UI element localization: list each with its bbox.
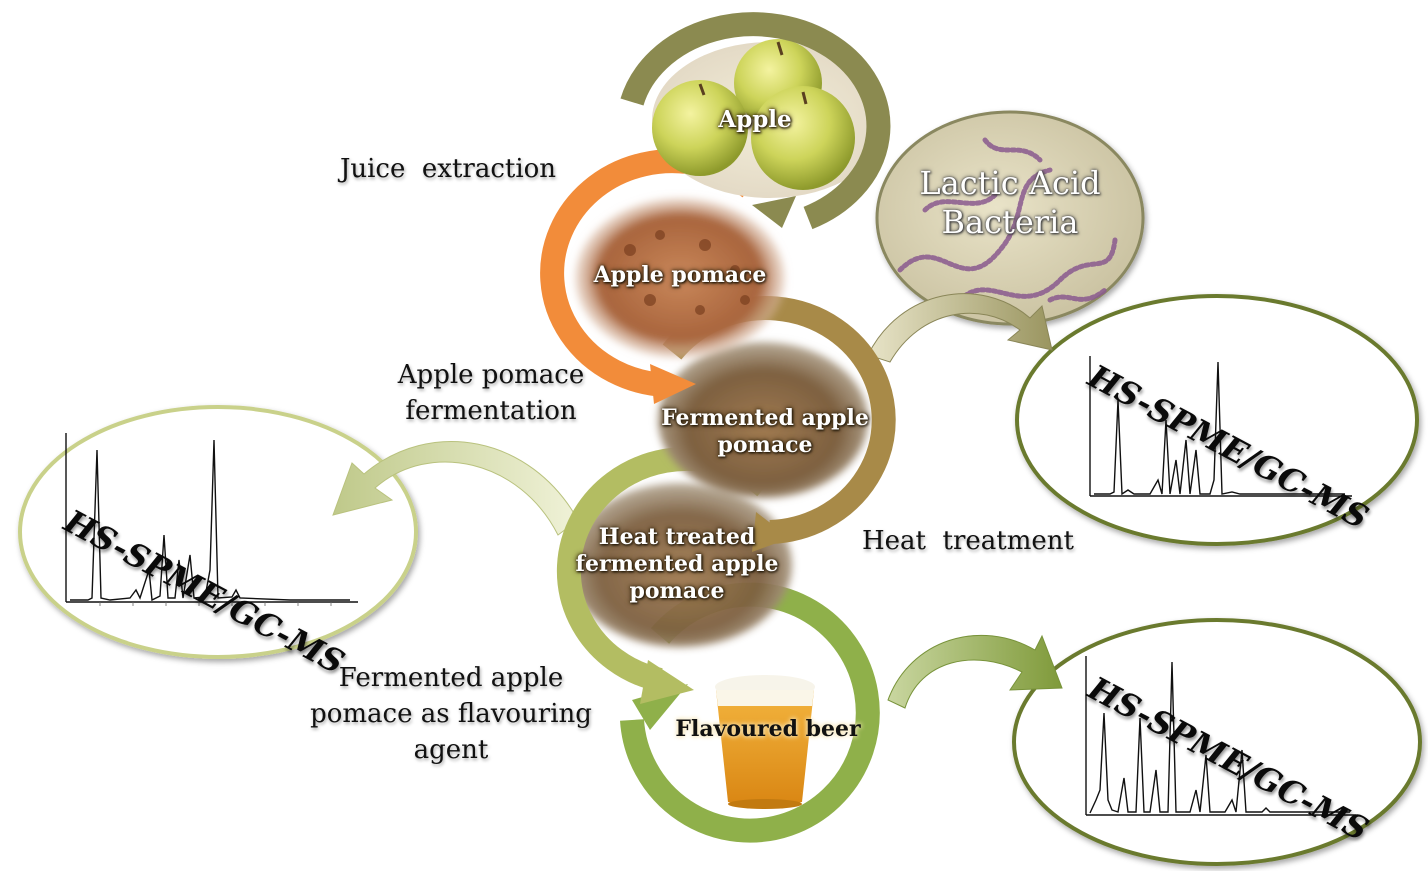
chromatogram-oval-right-top <box>1015 294 1419 546</box>
heat-treatment-step: Heat treatment <box>862 526 1074 556</box>
chromatogram-icon <box>65 433 358 603</box>
bacteria-icon <box>897 137 1118 303</box>
arrow-icon <box>887 634 1063 709</box>
heat-treated-label: Heat treated fermented apple pomace <box>575 524 779 604</box>
chromatogram-icon <box>1085 656 1356 816</box>
flavouring-agent-step: Fermented apple pomace as flavouring age… <box>310 663 592 765</box>
juice-extraction-step: Juice extraction <box>339 154 557 184</box>
apple-node <box>620 12 891 230</box>
beer-glass-icon <box>715 675 815 809</box>
pomace-fermentation-step: Apple pomace fermentation <box>397 360 585 426</box>
flavoured-beer-label: Flavoured beer <box>675 716 861 742</box>
lactic-acid-bacteria-label: Lactic Acid Bacteria <box>919 164 1101 242</box>
chromatogram-ticks-left <box>99 602 332 606</box>
arrow-icon <box>332 441 579 536</box>
chromatogram-oval-right-bottom <box>1012 618 1422 866</box>
chromatogram-oval-left <box>18 405 418 659</box>
apple-label: Apple <box>718 106 792 133</box>
fermented-pomace-label: Fermented apple pomace <box>661 405 869 458</box>
apple-pomace-label: Apple pomace <box>593 262 767 288</box>
arrow-icon <box>867 293 1053 363</box>
chromatogram-icon <box>1089 356 1352 497</box>
